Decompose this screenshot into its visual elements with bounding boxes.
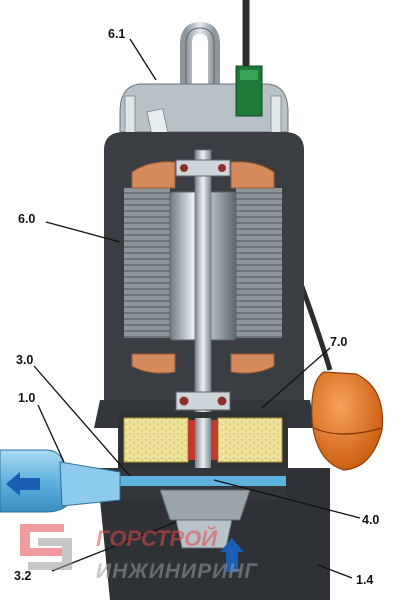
leader-7-0: [261, 347, 331, 409]
pump-foot: [286, 470, 330, 600]
leader-3-2: [51, 521, 177, 572]
watermark-logo-mark-2: [28, 538, 72, 570]
outflow-arrow-icon: [6, 472, 40, 496]
leader-1-4: [317, 564, 353, 579]
label-1-0: 1.0: [18, 391, 35, 405]
flow-arrows: [6, 472, 244, 572]
bearings: [175, 159, 231, 411]
oil-seal-chamber: [118, 412, 288, 468]
watermark-logo: ГОРСТРОЙ ИНЖИНИРИНГ: [20, 524, 258, 583]
inflow-arrow-icon: [220, 538, 244, 572]
impeller: [159, 489, 251, 521]
watermark-line-1: ГОРСТРОЙ: [96, 525, 218, 551]
leader-1-0: [37, 404, 65, 463]
label-6-1: 6.1: [108, 27, 125, 41]
watermark-line-2: ИНЖИНИРИНГ: [96, 560, 258, 583]
label-1-4: 1.4: [356, 573, 373, 587]
top-bolt-left: [124, 95, 136, 137]
label-3-2: 3.2: [14, 569, 31, 583]
cable-gland-highlight: [240, 70, 258, 80]
leader-3-0: [33, 365, 131, 477]
label-4-0: 4.0: [362, 513, 379, 527]
lifting-handle: [180, 21, 220, 88]
leader-4-0: [213, 479, 361, 519]
watermark-logo-mark: [20, 524, 64, 556]
leader-lines: [33, 38, 361, 579]
float-switch: [311, 371, 384, 471]
stator-core: [124, 188, 282, 338]
label-7-0: 7.0: [330, 335, 347, 349]
label-3-0: 3.0: [16, 353, 33, 367]
impeller-water-channel: [118, 476, 286, 486]
leader-6-1: [129, 38, 157, 81]
top-cover: [119, 65, 289, 142]
label-6-0: 6.0: [18, 212, 35, 226]
stator-windings: [131, 161, 275, 374]
leader-6-0: [45, 221, 121, 243]
top-bolt-right: [270, 95, 282, 137]
